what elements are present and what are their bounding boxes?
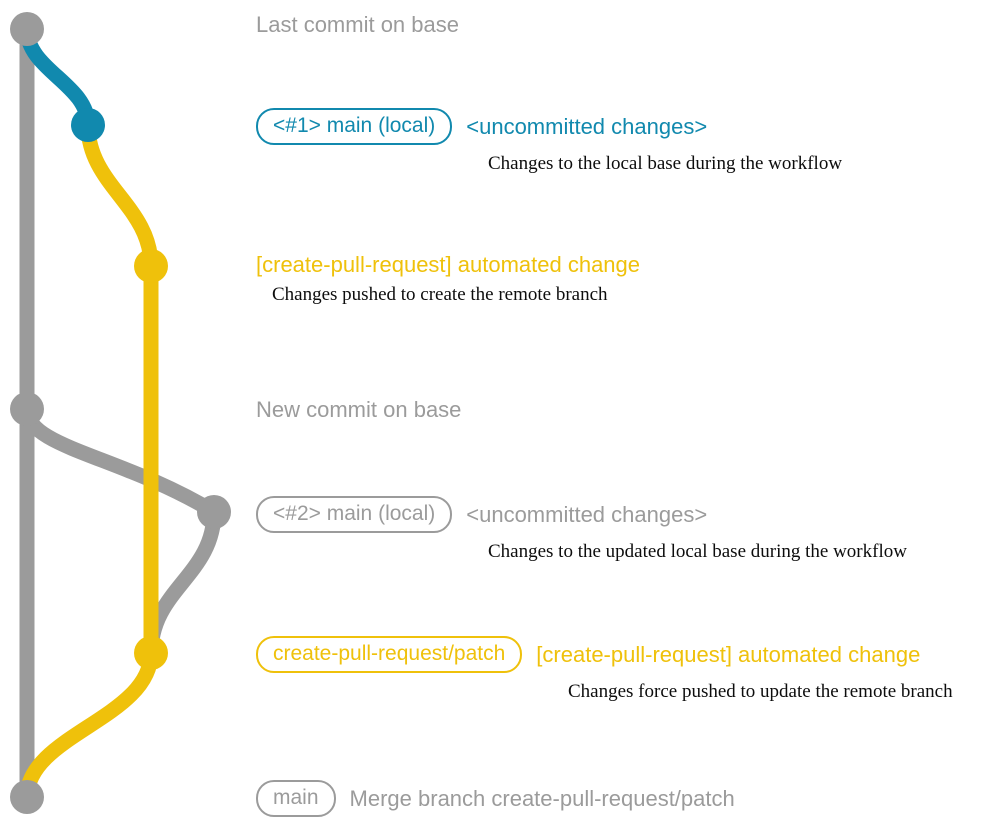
remote2-to-merge-edge <box>19 645 159 805</box>
commit-subject: Merge branch create-pull-request/patch <box>349 785 735 811</box>
commit-subject: [create-pull-request] automated change <box>256 252 641 277</box>
branch-tag-main-local-2[interactable]: <#2> main (local) <box>256 496 453 534</box>
local2-to-remote2-edge <box>143 504 222 661</box>
row-local-change-2: <#2> main (local) <uncommitted changes> … <box>256 496 907 563</box>
row-last-commit-on-base: Last commit on base <box>256 13 459 36</box>
row-merge-commit: main Merge branch create-pull-request/pa… <box>256 780 735 818</box>
commit-node-base-head[interactable] <box>10 12 44 46</box>
row-new-commit-on-base: New commit on base <box>256 398 461 421</box>
commit-node-merge[interactable] <box>10 780 44 814</box>
commit-description: Changes to the local base during the wor… <box>488 153 843 175</box>
commit-node-remote-commit-1[interactable] <box>134 249 168 283</box>
commit-node-local-commit-1[interactable] <box>71 108 105 142</box>
branch-tag-main-local-1[interactable]: <#1> main (local) <box>256 108 453 146</box>
row-automated-change-1: [create-pull-request] automated change C… <box>256 253 640 306</box>
branch-tag-main[interactable]: main <box>256 780 336 818</box>
commit-node-remote-commit-2[interactable] <box>134 636 168 670</box>
local1-to-remote1-edge <box>80 117 159 274</box>
base-to-local1-edge <box>19 21 96 133</box>
base-to-local2-edge <box>19 401 222 520</box>
row-automated-change-2: create-pull-request/patch [create-pull-r… <box>256 636 953 703</box>
commit-subject: Last commit on base <box>256 12 459 37</box>
commit-description: Changes to the updated local base during… <box>488 541 907 563</box>
commit-subject: <uncommitted changes> <box>466 501 708 527</box>
row-local-change-1: <#1> main (local) <uncommitted changes> … <box>256 108 842 175</box>
commit-subject: [create-pull-request] automated change <box>536 641 921 667</box>
commit-subject: <uncommitted changes> <box>466 113 708 139</box>
commit-description: Changes force pushed to update the remot… <box>568 681 953 703</box>
branch-tag-create-pull-request-patch[interactable]: create-pull-request/patch <box>256 636 523 674</box>
commit-description: Changes pushed to create the remote bran… <box>272 284 608 306</box>
commit-subject: New commit on base <box>256 397 462 422</box>
branch-graph-svg <box>10 12 231 814</box>
commit-node-local-commit-2[interactable] <box>197 495 231 529</box>
commit-node-base-new[interactable] <box>10 392 44 426</box>
